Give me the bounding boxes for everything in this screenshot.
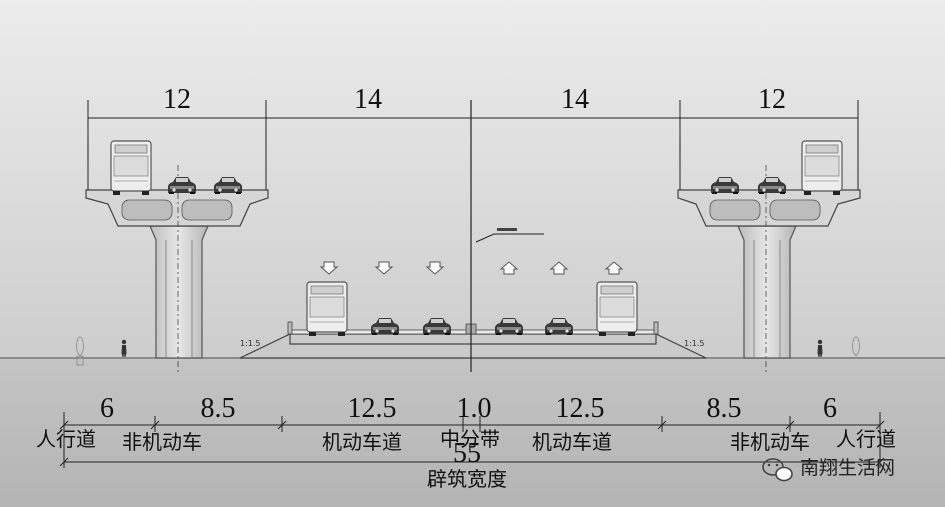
bottom-dimension-line — [59, 412, 885, 468]
top-dim-right-viaduct: 12 — [758, 84, 786, 115]
dim-median: 1.0 — [457, 393, 492, 424]
slope-label-right: 1:1.5 — [684, 339, 705, 348]
top-dim-left-viaduct: 12 — [163, 84, 191, 115]
label-motor-lane-left: 机动车道 — [322, 430, 402, 454]
bus-ground-right — [596, 281, 638, 337]
label-bike-lane-left: 非机动车 — [122, 430, 202, 454]
label-motor-lane-right: 机动车道 — [532, 430, 612, 454]
dim-bike-lane-left: 8.5 — [201, 393, 236, 424]
sidewalk-figures — [76, 336, 860, 366]
label-total-width: 辟筑宽度 — [427, 467, 507, 491]
dim-sidewalk-left: 6 — [100, 393, 114, 424]
wechat-icon — [762, 458, 793, 482]
ground — [0, 358, 945, 507]
top-dim-right-half: 14 — [561, 84, 589, 115]
dim-total-width: 55 — [453, 438, 481, 469]
sunken-roadway — [239, 321, 707, 359]
slope-label-left: 1:1.5 — [240, 339, 261, 348]
dim-motor-lane-left: 12.5 — [348, 393, 397, 424]
watermark-text: 南翔生活网 — [800, 457, 895, 479]
label-bike-lane-right: 非机动车 — [730, 430, 810, 454]
top-dim-left-half: 14 — [354, 84, 382, 115]
centerline-leader — [475, 233, 544, 243]
label-median: 中分带 — [440, 427, 500, 451]
bus-ground-left — [306, 281, 348, 337]
dim-motor-lane-right: 12.5 — [556, 393, 605, 424]
left-viaduct — [85, 165, 269, 375]
label-sidewalk-left: 人行道 — [36, 427, 96, 451]
top-dimension-line — [87, 100, 859, 190]
dim-sidewalk-right: 6 — [823, 393, 837, 424]
bus-left-viaduct — [110, 140, 152, 196]
label-sidewalk-right: 人行道 — [836, 427, 896, 451]
watermark: 南翔生活网 — [762, 457, 895, 482]
dim-bike-lane-right: 8.5 — [707, 393, 742, 424]
leader-mark — [497, 228, 517, 231]
right-viaduct — [677, 165, 861, 375]
bus-right-viaduct — [801, 140, 843, 196]
